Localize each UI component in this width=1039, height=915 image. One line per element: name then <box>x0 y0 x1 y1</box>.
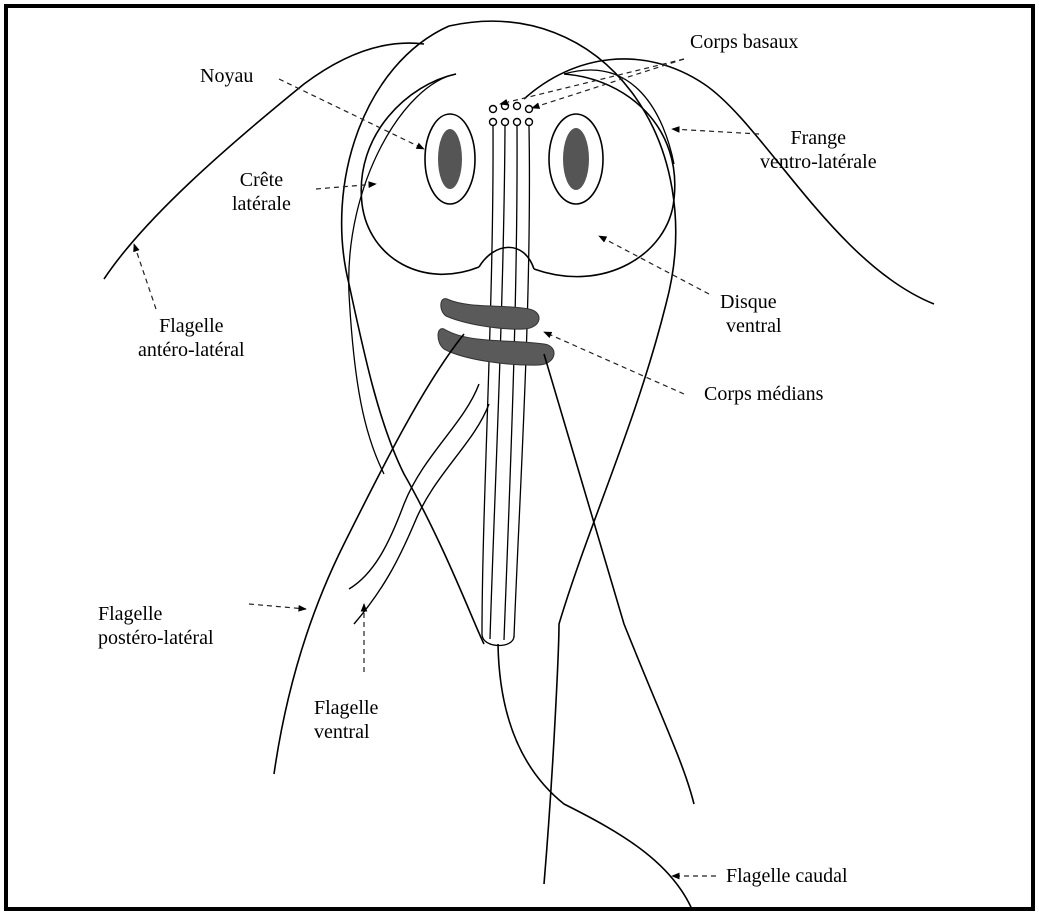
label-crete-line1: Crête <box>232 168 291 192</box>
axonemes <box>482 126 529 640</box>
arrow-frange <box>672 129 759 134</box>
flagelle-ventral-1 <box>349 384 479 589</box>
flagelle-ventral-2 <box>354 404 489 624</box>
label-flagelle-postero-line1: Flagelle <box>98 602 214 626</box>
arrow-corps-basaux-2 <box>500 59 684 104</box>
label-frange-line2: ventro-latérale <box>760 150 877 174</box>
label-crete-line2: latérale <box>232 192 291 216</box>
label-flagelle-antero-line1: Flagelle <box>138 314 245 338</box>
label-corps-medians-text: Corps médians <box>704 383 823 405</box>
flagelle-caudal-path <box>498 644 694 911</box>
ventral-disc-bottom <box>479 247 534 269</box>
label-disque-line2: ventral <box>720 314 782 338</box>
label-noyau: Noyau <box>200 64 253 88</box>
label-flagelle-ventral-line1: Flagelle <box>314 696 378 720</box>
label-flagelle-caudal-text: Flagelle caudal <box>726 865 848 887</box>
nucleus-left-inner <box>438 129 462 189</box>
ventral-disc-left-lobe <box>361 74 479 274</box>
flagelle-antero-lateral-right <box>524 59 934 304</box>
label-flagelle-postero-lateral: Flagelle postéro-latéral <box>98 602 214 650</box>
label-disque-ventral: Disque ventral <box>720 290 782 338</box>
label-corps-basaux-text: Corps basaux <box>690 31 798 53</box>
label-crete-laterale: Crête latérale <box>232 168 291 216</box>
median-body-lower <box>438 329 554 365</box>
label-noyau-text: Noyau <box>200 65 253 87</box>
arrow-corps-medians <box>544 332 684 394</box>
arrow-flagelle-postero <box>249 604 306 609</box>
label-frange-ventro-laterale: Frange ventro-latérale <box>760 126 877 174</box>
label-flagelle-postero-line2: postéro-latéral <box>98 626 214 650</box>
giardia-drawing <box>8 8 1035 911</box>
label-corps-medians: Corps médians <box>704 382 823 406</box>
label-corps-basaux: Corps basaux <box>690 30 798 54</box>
nucleus-right-inner <box>563 128 589 190</box>
label-frange-line1: Frange <box>760 126 877 150</box>
figure-frame: Noyau Crête latérale Flagelle antéro-lat… <box>4 4 1035 911</box>
label-flagelle-antero-line2: antéro-latéral <box>138 338 245 362</box>
arrow-crete <box>316 184 376 189</box>
label-flagelle-ventral: Flagelle ventral <box>314 696 378 744</box>
label-flagelle-caudal: Flagelle caudal <box>726 864 848 888</box>
flagelle-postero-lateral-right <box>544 354 694 804</box>
flagelle-antero-lateral-path <box>104 43 424 279</box>
label-disque-line1: Disque <box>720 290 782 314</box>
cell-body-outline <box>449 21 676 884</box>
ventral-disc-right-lobe <box>534 74 675 277</box>
basal-bodies <box>490 103 533 126</box>
label-flagelle-ventral-line2: ventral <box>314 720 378 744</box>
label-flagelle-antero-lateral: Flagelle antéro-latéral <box>138 314 245 362</box>
arrow-flagelle-antero <box>134 244 156 309</box>
axostyle-bottom <box>482 634 514 646</box>
